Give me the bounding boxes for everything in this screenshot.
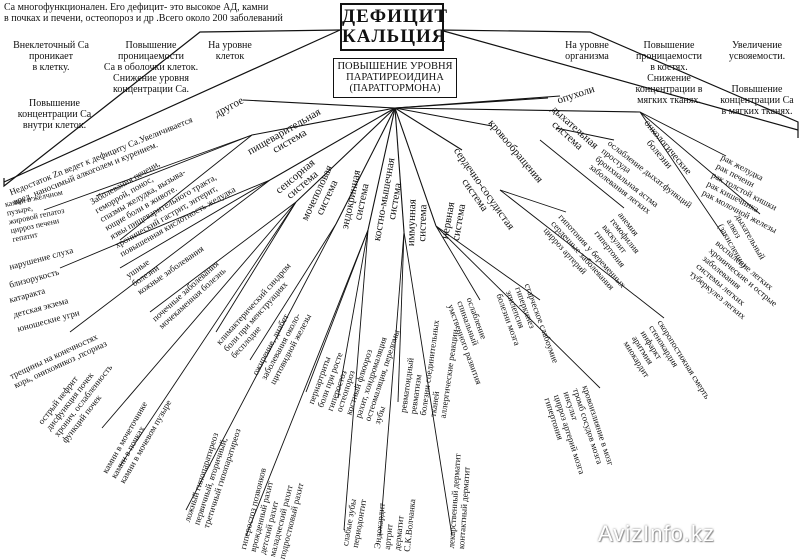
- connector-line: [185, 223, 337, 511]
- connector-line: [555, 127, 615, 141]
- connector-line: [242, 99, 396, 109]
- connector-line: [249, 223, 337, 361]
- connector-line: [394, 95, 561, 109]
- connector-line: [367, 107, 396, 231]
- title-box: ДЕФИЦИТ КАЛЬЦИЯ: [340, 3, 449, 51]
- connector-line: [539, 139, 625, 209]
- connector-line: [69, 179, 271, 333]
- connector-line: [251, 107, 396, 136]
- connector-line: [639, 111, 727, 157]
- connector-line: [394, 107, 405, 233]
- connector-line: [499, 189, 665, 319]
- tl-block-3: На уровне клеток: [208, 40, 252, 62]
- connector-line: [397, 231, 405, 403]
- tl-block-4: Повышение концентрации Са внутри клеток.: [17, 98, 92, 131]
- connector-line: [435, 225, 601, 389]
- tr-block-1: На уровне организма: [565, 40, 609, 62]
- connector-line: [394, 107, 437, 227]
- connector-line: [435, 225, 541, 301]
- connector-line: [435, 225, 481, 301]
- connector-line: [149, 201, 297, 313]
- connector-line: [245, 229, 369, 537]
- connector-line: [119, 134, 253, 241]
- tr-block-2: Повышение проницаемости в костях. Снижен…: [635, 40, 703, 106]
- watermark: AvizInfo.kz: [598, 521, 715, 546]
- connector-line: [295, 107, 396, 203]
- connector-line: [95, 134, 253, 197]
- connector-line: [3, 29, 341, 183]
- connector-line: [394, 107, 463, 151]
- cat-immune: иммунная система: [405, 198, 430, 247]
- connector-line: [439, 29, 799, 131]
- connector-line: [639, 111, 725, 237]
- tl-block-1: Внеклеточный Са проникает в клетку.: [13, 40, 89, 73]
- connector-line: [101, 201, 297, 429]
- connector-line: [335, 107, 396, 225]
- tl-block-2: Повышение проницаемости Са в оболочки кл…: [103, 40, 199, 95]
- connector-line: [59, 179, 271, 269]
- connector-line: [394, 107, 641, 113]
- connector-line: [499, 189, 567, 213]
- center-box: ПОВЫШЕНИЕ УРОВНЯ ПАРАТИРЕОИДИНА (ПАРАТГО…: [333, 58, 457, 98]
- tr-block-4: Повышение концентрации Са в мягких тканя…: [720, 84, 794, 117]
- connector-line: [379, 231, 405, 537]
- page-title: ДЕФИЦИТ КАЛЬЦИЯ: [342, 6, 449, 47]
- tr-block-3: Увеличение усвояемости.: [728, 40, 786, 62]
- connector-line: [343, 229, 369, 531]
- connector-line: [43, 134, 253, 211]
- connector-line: [639, 111, 761, 215]
- leaf-immune-b: Эндокардит артрит дерматит С.К.Волчанка: [372, 498, 418, 553]
- intro-text: Са многофункционален. Его дефицит- это в…: [4, 2, 283, 24]
- center-label: ПОВЫШЕНИЕ УРОВНЯ ПАРАТИРЕОИДИНА (ПАРАТГО…: [337, 61, 453, 94]
- connector-line: [215, 201, 297, 333]
- connector-line: [119, 201, 297, 467]
- connector-line: [337, 229, 369, 399]
- connector-line: [269, 107, 396, 181]
- connector-line: [403, 231, 453, 537]
- connector-line: [119, 179, 271, 269]
- connector-line: [394, 107, 493, 127]
